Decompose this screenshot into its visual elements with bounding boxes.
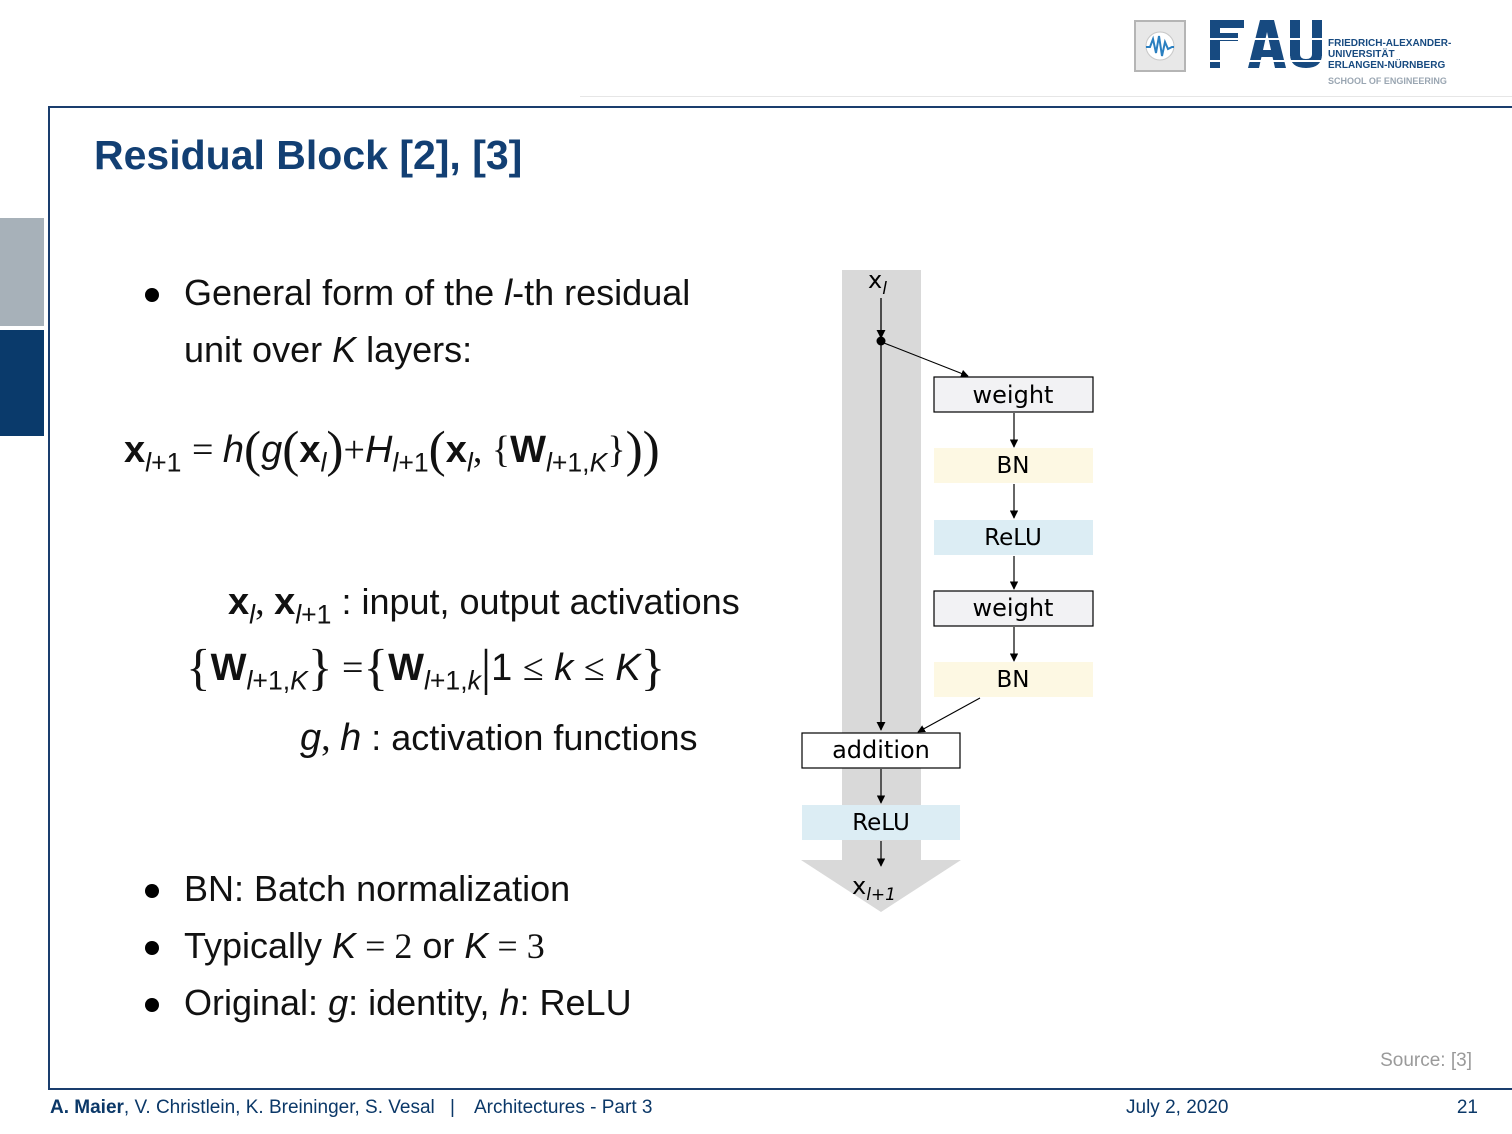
- bullet-general-form: General form of the l-th residual: [184, 272, 691, 313]
- footer-coauthors: , V. Christlein, K. Breininger, S. Vesal: [123, 1097, 435, 1118]
- bn-layer-1-label: BN: [997, 453, 1030, 479]
- institute-logo: [1134, 20, 1186, 72]
- weight-layer-1-label: weight: [973, 381, 1054, 409]
- footer-date: July 2, 2020: [1126, 1097, 1229, 1118]
- weight-layer-1: [933, 376, 1094, 413]
- residual-equation: xl+1 = h(g(xl)+Hl+1(xl, {Wl+1,K})): [124, 421, 660, 479]
- relu-layer-1-label: ReLU: [984, 525, 1042, 551]
- bullet-dot: [145, 998, 159, 1012]
- footer-main-author: A. Maier: [50, 1097, 124, 1118]
- bullet-typically-k: Typically K = 2 or K = 3: [184, 925, 545, 966]
- bullet-bn: BN: Batch normalization: [184, 868, 571, 909]
- def-activations: xl, xl+1 : input, output activations: [228, 581, 740, 630]
- bullet-dot: [145, 884, 159, 898]
- header-divider: [580, 96, 1512, 97]
- relu-layer-final: [802, 805, 960, 840]
- output-label: xl+1: [852, 872, 896, 905]
- bn-layer-2-label: BN: [997, 667, 1030, 693]
- fau-logo: FRIEDRICH-ALEXANDER- UNIVERSITÄT ERLANGE…: [1210, 20, 1460, 90]
- progress-marker-past: [0, 218, 44, 326]
- bn-layer-1: [934, 448, 1093, 483]
- logo-school: SCHOOL OF ENGINEERING: [1328, 76, 1447, 86]
- bullet-dot: [145, 941, 159, 955]
- slide-frame: [48, 106, 1512, 1090]
- footer-lecture: Architectures - Part 3: [474, 1097, 653, 1118]
- source-note: Source: [3]: [1380, 1050, 1472, 1071]
- logo-line-1: FRIEDRICH-ALEXANDER-: [1328, 38, 1452, 49]
- footer-page-number: 21: [1456, 1097, 1478, 1118]
- fau-letters-icon: [1210, 20, 1322, 68]
- logo-line-2: UNIVERSITÄT: [1328, 49, 1395, 60]
- logo-line-3: ERLANGEN-NÜRNBERG: [1328, 60, 1446, 71]
- footer-authors: A. Maier, V. Christlein, K. Breininger, …: [50, 1097, 435, 1119]
- bullet-dot: [145, 288, 159, 302]
- input-label: xl: [868, 266, 887, 299]
- progress-marker-current: [0, 330, 44, 436]
- residual-block-diagram: xl xl+1 weight BN ReLU weight BN additio…: [790, 260, 1110, 920]
- bullet-original: Original: g: identity, h: ReLU: [184, 982, 632, 1023]
- weight-layer-2: [933, 590, 1094, 627]
- def-weights: {Wl+1,K} ={Wl+1,k|1 ≤ k ≤ K}: [186, 639, 666, 697]
- footer-separator: |: [450, 1097, 455, 1118]
- weight-layer-2-label: weight: [973, 594, 1054, 622]
- def-functions-text: : activation functions: [361, 717, 698, 758]
- addition-node: [801, 732, 961, 769]
- relu-layer-1: [934, 520, 1093, 555]
- def-functions: g, h : activation functions: [300, 717, 698, 759]
- addition-node-label: addition: [832, 736, 930, 764]
- bn-layer-2: [934, 662, 1093, 697]
- relu-layer-final-label: ReLU: [852, 810, 910, 836]
- bullet-general-form-line2: unit over K layers:: [184, 329, 473, 370]
- def-activations-text: : input, output activations: [331, 581, 740, 622]
- slide-title: Residual Block [2], [3]: [94, 132, 523, 178]
